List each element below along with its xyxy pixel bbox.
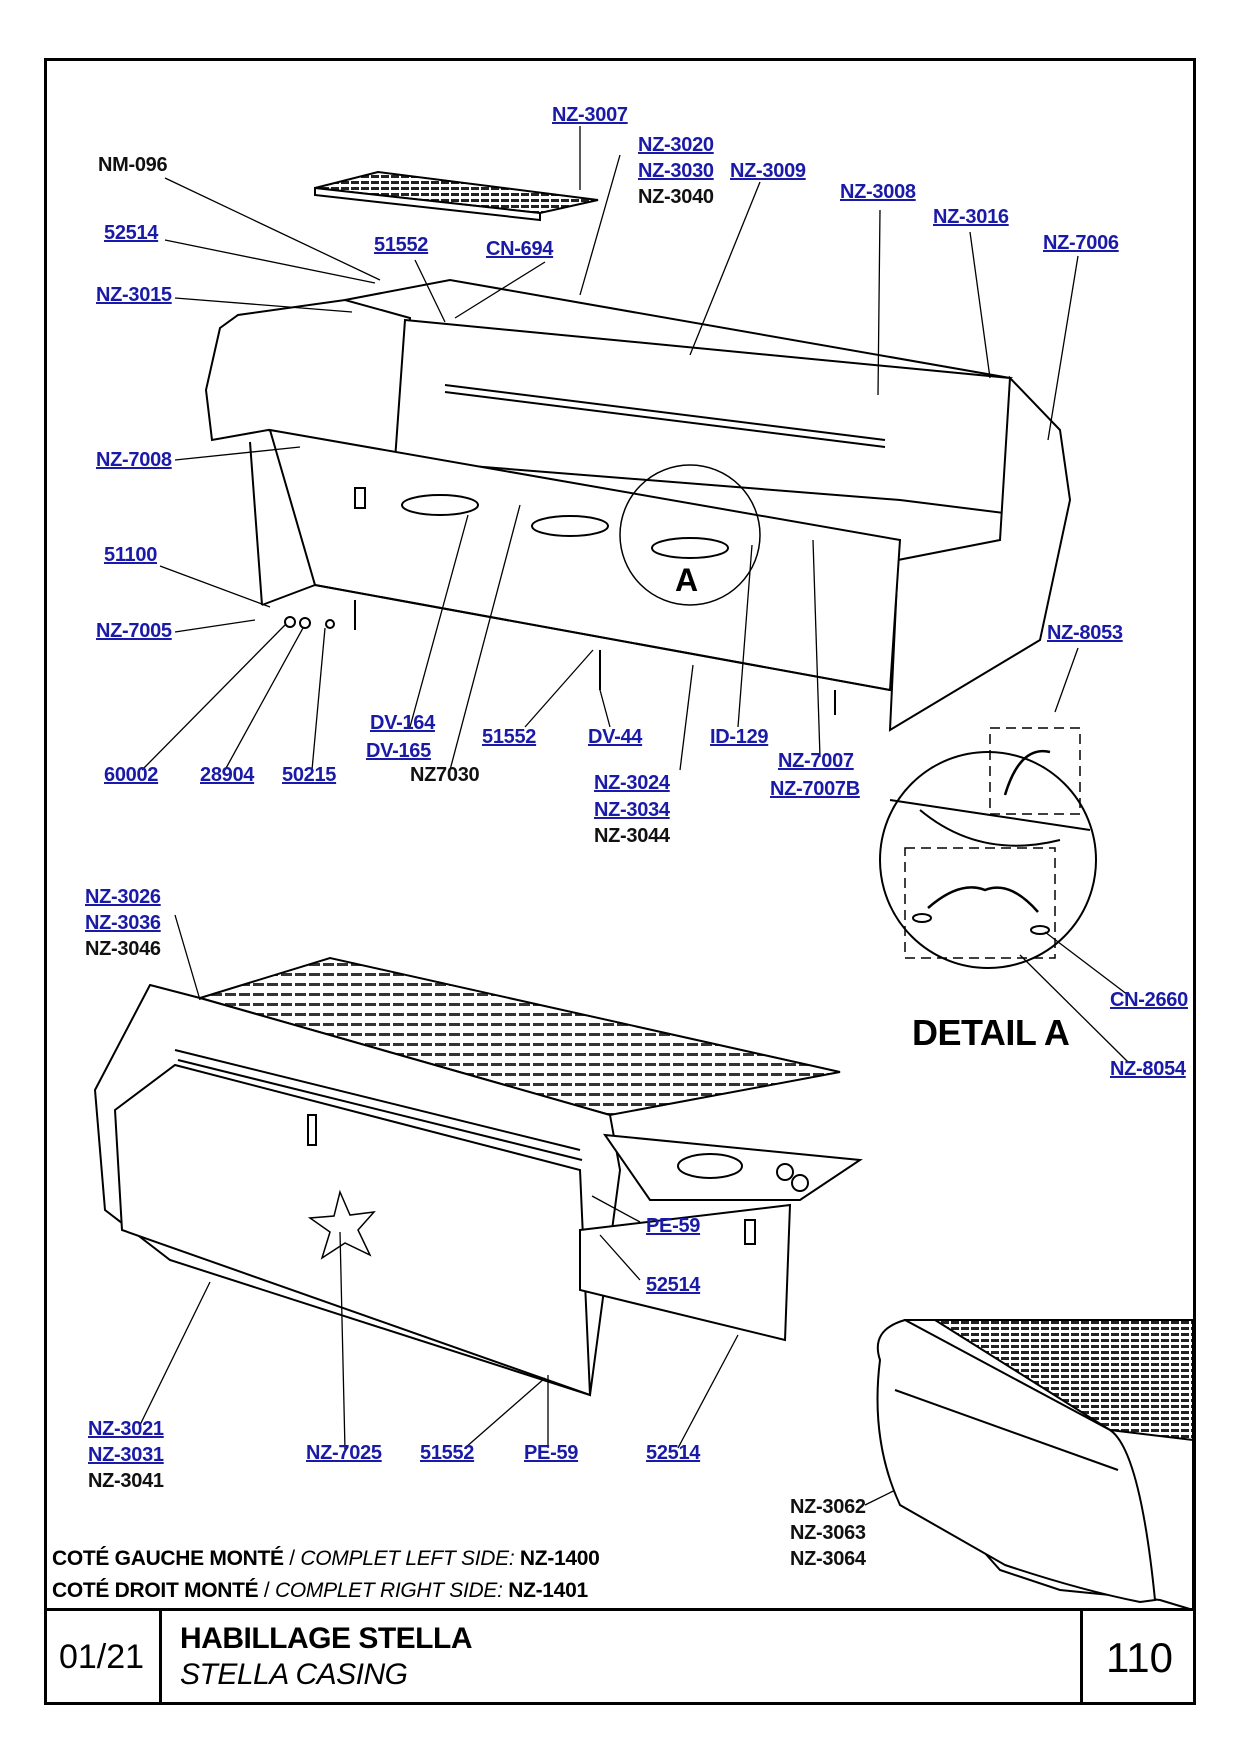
detail-marker-a: A — [675, 562, 699, 598]
part-label-nz-7005[interactable]: NZ-7005 — [96, 620, 172, 642]
part-label-28904[interactable]: 28904 — [200, 764, 255, 786]
leader-lines-bottom — [139, 914, 941, 1506]
part-label-nz-3036[interactable]: NZ-3036 — [85, 912, 161, 934]
part-label-nz-7006[interactable]: NZ-7006 — [1043, 232, 1119, 254]
assembly-right-sep: / — [263, 1579, 270, 1602]
bottom-assembly — [93, 956, 863, 1397]
part-label-nz-3041: NZ-3041 — [88, 1470, 164, 1492]
part-label-id-129[interactable]: ID-129 — [710, 726, 769, 748]
part-label-52514[interactable]: 52514 — [104, 222, 159, 244]
part-label-60002[interactable]: 60002 — [104, 764, 159, 786]
drawing-frame — [44, 58, 1196, 1705]
assembly-note-left: COTÉ GAUCHE MONTÉ / COMPLET LEFT SIDE: N… — [52, 1547, 600, 1571]
part-label-nz7030: NZ7030 — [410, 764, 480, 786]
part-label-nz-3040: NZ-3040 — [638, 186, 714, 208]
part-label-nz-3030[interactable]: NZ-3030 — [638, 160, 714, 182]
assembly-left-fr: COTÉ GAUCHE MONTÉ — [52, 1547, 284, 1570]
part-label-nz-3021[interactable]: NZ-3021 — [88, 1418, 164, 1440]
title-cell: HABILLAGE STELLA STELLA CASING — [162, 1610, 1080, 1705]
title-french: HABILLAGE STELLA — [180, 1622, 473, 1655]
part-label-nz-3016[interactable]: NZ-3016 — [933, 206, 1009, 228]
part-label-51552-b[interactable]: 51552 — [482, 726, 537, 748]
assembly-right-ref: NZ-1401 — [508, 1579, 588, 1602]
detail-a-title: DETAIL A — [912, 1012, 1070, 1053]
star-logo — [307, 1189, 376, 1260]
part-label-dv-165[interactable]: DV-165 — [366, 740, 431, 762]
part-label-51100[interactable]: 51100 — [104, 544, 158, 566]
part-label-cn-2660[interactable]: CN-2660 — [1110, 989, 1188, 1011]
part-label-cn-694[interactable]: CN-694 — [486, 238, 554, 260]
assembly-right-fr: COTÉ DROIT MONTÉ — [52, 1579, 259, 1602]
leader-lines-top — [141, 126, 1079, 771]
part-label-50215[interactable]: 50215 — [282, 764, 337, 786]
corner-view — [876, 1318, 1194, 1612]
part-label-pe-59[interactable]: PE-59 — [646, 1215, 701, 1237]
title-block: 01/21 HABILLAGE STELLA STELLA CASING 110 — [44, 1610, 1196, 1705]
part-label-nz-3031[interactable]: NZ-3031 — [88, 1444, 164, 1466]
assembly-left-ref: NZ-1400 — [519, 1547, 600, 1570]
part-label-nz-3034[interactable]: NZ-3034 — [594, 799, 670, 821]
right-end-cap — [888, 375, 1072, 732]
title-block-divider — [44, 1608, 1196, 1611]
part-label-nz-3007[interactable]: NZ-3007 — [552, 104, 628, 126]
part-label-nz-3015[interactable]: NZ-3015 — [96, 284, 172, 306]
part-label-52514-c[interactable]: 52514 — [646, 1442, 701, 1464]
part-label-nz-7007b[interactable]: NZ-7007B — [770, 778, 860, 800]
assembly-note-right: COTÉ DROIT MONTÉ / COMPLET RIGHT SIDE: N… — [52, 1579, 588, 1603]
revision-date: 01/21 — [44, 1610, 162, 1705]
part-label-nm-096: NM-096 — [98, 154, 168, 176]
part-label-nz-7025[interactable]: NZ-7025 — [306, 1442, 382, 1464]
title-english: STELLA CASING — [180, 1658, 408, 1691]
part-label-nz-8053[interactable]: NZ-8053 — [1047, 622, 1123, 644]
part-label-nz-3026[interactable]: NZ-3026 — [85, 886, 161, 908]
part-label-nz-3008[interactable]: NZ-3008 — [840, 181, 916, 203]
part-label-nz-3024[interactable]: NZ-3024 — [594, 772, 670, 794]
top-assembly — [204, 170, 1072, 732]
part-label-nz-3044: NZ-3044 — [594, 825, 670, 847]
part-label-nz-3009[interactable]: NZ-3009 — [730, 160, 806, 182]
part-label-52514-b[interactable]: 52514 — [646, 1274, 701, 1296]
part-label-dv-44[interactable]: DV-44 — [588, 726, 643, 748]
detail-a — [879, 727, 1097, 969]
part-label-nz-7007[interactable]: NZ-7007 — [778, 750, 854, 772]
part-label-nz-3062: NZ-3062 — [790, 1496, 866, 1518]
part-label-nz-8054[interactable]: NZ-8054 — [1110, 1058, 1186, 1080]
part-label-nz-3064: NZ-3064 — [790, 1548, 866, 1570]
part-label-51552-c[interactable]: 51552 — [420, 1442, 475, 1464]
part-label-pe-59-b[interactable]: PE-59 — [524, 1442, 579, 1464]
assembly-left-sep: / — [289, 1547, 295, 1570]
page-number: 110 — [1080, 1610, 1196, 1705]
part-label-51552[interactable]: 51552 — [374, 234, 429, 256]
assembly-left-en: COMPLET LEFT SIDE: — [300, 1547, 515, 1570]
part-label-nz-3063: NZ-3063 — [790, 1522, 866, 1544]
part-label-nz-7008[interactable]: NZ-7008 — [96, 449, 172, 471]
assembly-right-en: COMPLET RIGHT SIDE: — [275, 1579, 503, 1602]
part-label-nz-3046: NZ-3046 — [85, 938, 161, 960]
part-label-nz-3020[interactable]: NZ-3020 — [638, 134, 714, 156]
part-label-dv-164[interactable]: DV-164 — [370, 712, 435, 734]
